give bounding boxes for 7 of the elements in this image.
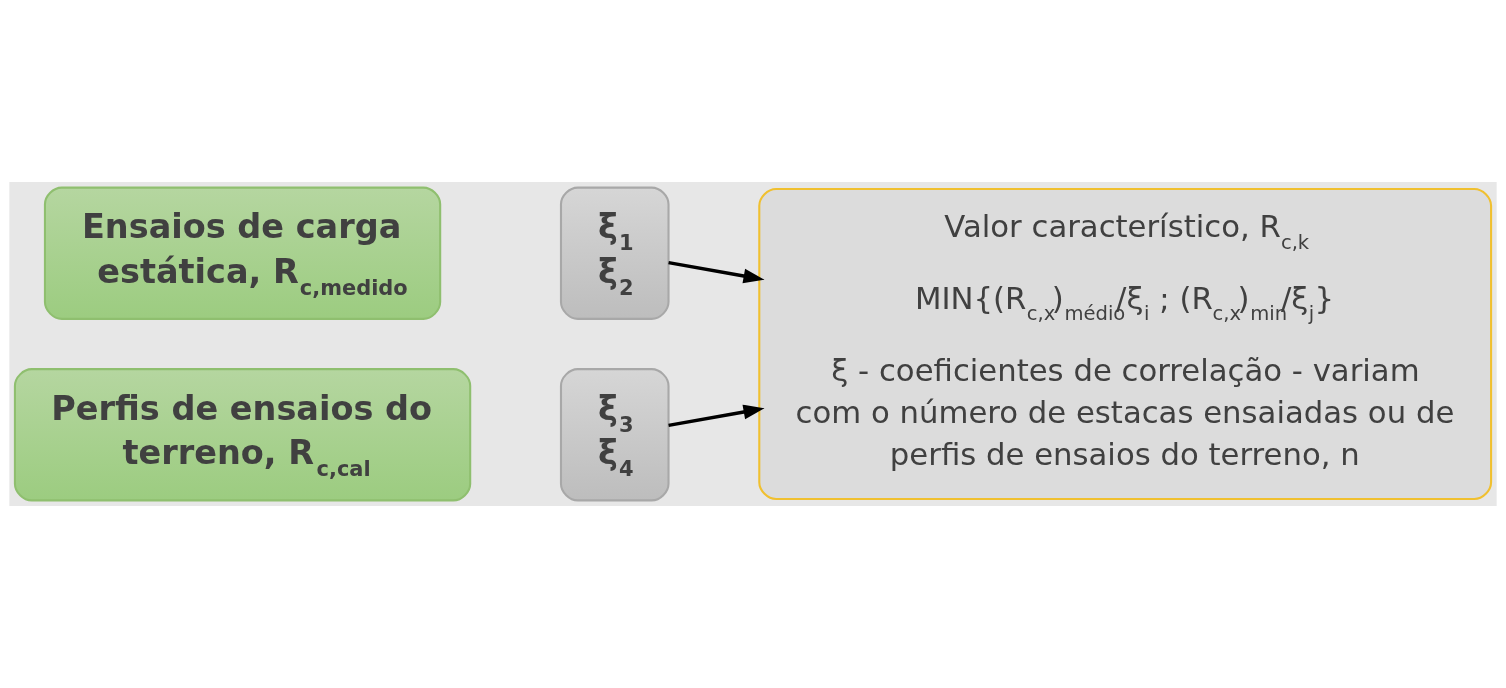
node-box: ξ$_{1}$ ξ$_{2}$ [559, 186, 670, 320]
arrow [668, 260, 765, 284]
node-box: Perfis de ensaios do terreno, R$_{c,cal}$ [13, 368, 472, 502]
node-box: Ensaios de carga estática, R$_{c,medido}$ [43, 186, 442, 320]
node-box: ξ$_{3}$ ξ$_{4}$ [559, 368, 670, 502]
node-box: Valor característico, R$_{c,k}$ MIN{(R$_{c,x}$)$_{médio}$/ξ$_{i}$ ; (R$_{c,x}$)$_{min}$/ξ$_{j}$} ξ - coeficientes de correlação - variam com o número de estacas ensaiadas ou de perfis de ensaios do terreno, n [758, 187, 1493, 501]
arrow [668, 404, 765, 428]
